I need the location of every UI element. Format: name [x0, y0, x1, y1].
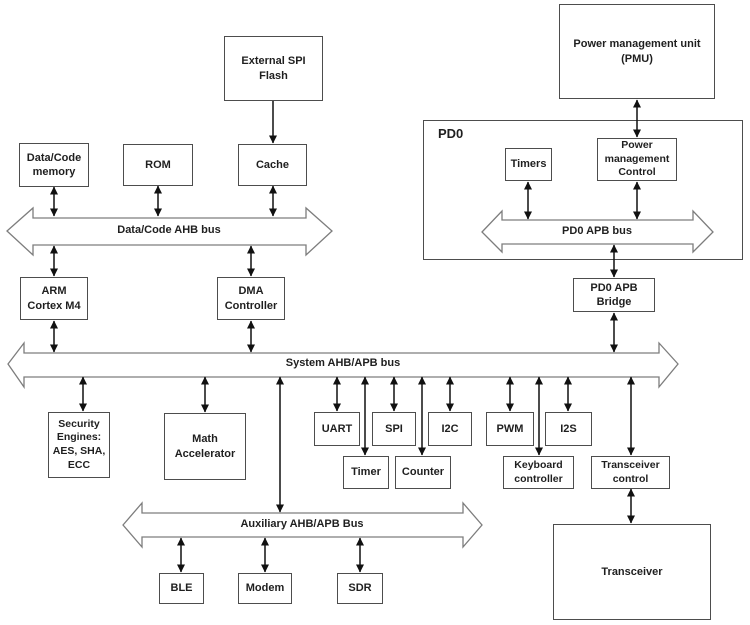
block-data-code-memory: Data/Code memory [19, 143, 89, 187]
block-pd0-apb-bridge: PD0 APB Bridge [573, 278, 655, 312]
block-cache: Cache [238, 144, 307, 186]
block-counter: Counter [395, 456, 451, 489]
pd0-domain-label: PD0 [438, 126, 464, 141]
block-external-spi-flash: External SPI Flash [224, 36, 323, 101]
block-timer: Timer [343, 456, 389, 489]
block-keyboard-controller: Keyboard controller [503, 456, 574, 489]
pd0-apb-bus-arrow [481, 209, 714, 254]
block-timers: Timers [505, 148, 552, 181]
data-code-ahb-bus-label: Data/Code AHB bus [117, 224, 221, 236]
pd0-domain-container: PD0 [423, 120, 743, 260]
block-pmu: Power management unit (PMU) [559, 4, 715, 99]
block-sdr: SDR [337, 573, 383, 604]
data-code-ahb-bus-arrow [6, 206, 333, 257]
auxiliary-ahb-apb-bus-label: Auxiliary AHB/APB Bus [240, 518, 364, 530]
block-transceiver: Transceiver [553, 524, 711, 620]
block-rom: ROM [123, 144, 193, 186]
block-spi: SPI [372, 412, 416, 446]
block-security-engines: Security Engines: AES, SHA, ECC [48, 412, 110, 478]
system-ahb-apb-bus-label: System AHB/APB bus [285, 357, 401, 369]
block-uart: UART [314, 412, 360, 446]
block-pwm: PWM [486, 412, 534, 446]
block-i2c: I2C [428, 412, 472, 446]
block-modem: Modem [238, 573, 292, 604]
block-dma-controller: DMA Controller [217, 277, 285, 320]
system-ahb-apb-bus-arrow [7, 341, 679, 390]
block-power-management-control: Power management Control [597, 138, 677, 181]
auxiliary-ahb-apb-bus-arrow [122, 501, 483, 549]
pd0-apb-bus-label: PD0 APB bus [562, 225, 632, 237]
block-ble: BLE [159, 573, 204, 604]
block-arm-cortex-m4: ARM Cortex M4 [20, 277, 88, 320]
block-i2s: I2S [545, 412, 592, 446]
block-transceiver-control: Transceiver control [591, 456, 670, 489]
block-math-accelerator: Math Accelerator [164, 413, 246, 480]
